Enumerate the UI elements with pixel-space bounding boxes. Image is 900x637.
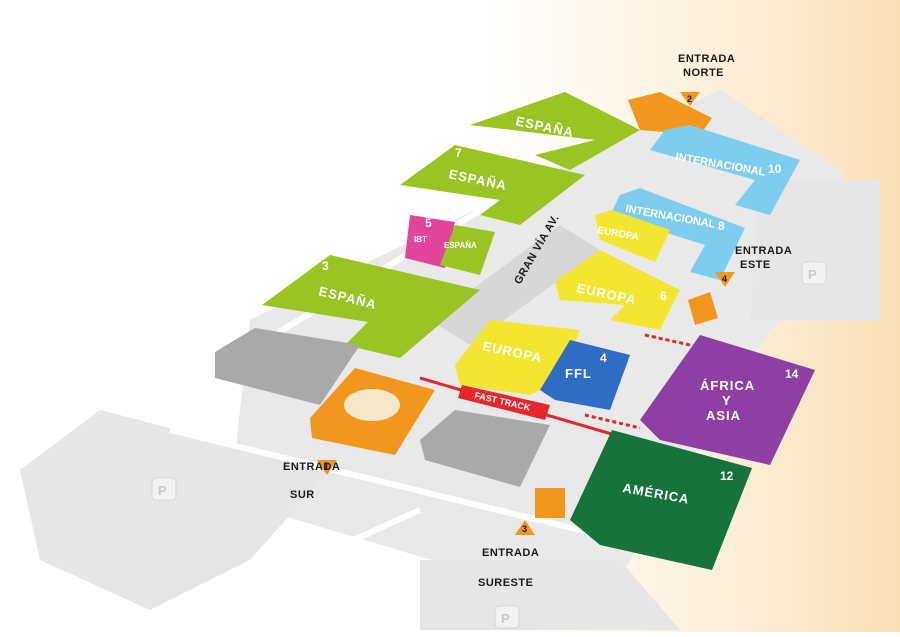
hall-12-america[interactable] bbox=[570, 430, 752, 570]
parking-lot-south bbox=[420, 560, 680, 630]
hall-6-number: 6 bbox=[660, 289, 667, 303]
hall-9-number: 9 bbox=[520, 93, 527, 107]
entrance-2-line2: NORTE bbox=[683, 67, 724, 79]
entrance-4-marker[interactable] bbox=[715, 272, 735, 287]
parking-lot-east bbox=[750, 180, 880, 320]
parking-lot-west bbox=[20, 410, 330, 610]
entrance-1-marker[interactable] bbox=[317, 460, 337, 475]
hall-3-espana[interactable] bbox=[262, 255, 480, 358]
entrance-4-line1: ENTRADA bbox=[735, 245, 792, 257]
hall-14-number: 14 bbox=[785, 367, 799, 381]
parking-east-box bbox=[801, 261, 827, 285]
entrance-2-line1: ENTRADA bbox=[678, 53, 735, 65]
entrance-1-number: 1 bbox=[324, 462, 330, 472]
hall-8-europa[interactable] bbox=[595, 210, 670, 262]
hall-8-internacional[interactable] bbox=[610, 188, 745, 280]
hall-6-europa[interactable] bbox=[555, 250, 680, 330]
entrance-3-number: 3 bbox=[522, 524, 528, 534]
parking-east-label: P bbox=[808, 267, 817, 282]
fast-track-banner[interactable] bbox=[458, 385, 550, 420]
entrance-1-line2: SUR bbox=[290, 489, 315, 501]
hall-7-number: 7 bbox=[455, 146, 462, 160]
annex-south bbox=[420, 410, 550, 487]
entrance-4-number: 4 bbox=[722, 274, 728, 284]
parking-south-box bbox=[494, 605, 520, 629]
parking-west[interactable]: P bbox=[151, 477, 177, 501]
annex-west bbox=[215, 328, 360, 405]
hall-14-line2: Y bbox=[722, 393, 732, 408]
entrance-3-marker[interactable] bbox=[515, 520, 535, 535]
entrance-1-courtyard bbox=[344, 389, 400, 421]
hall-10-number: 10 bbox=[768, 162, 782, 176]
entrance-2-number: 2 bbox=[687, 94, 693, 104]
hall-5-espana-label: ESPAÑA bbox=[444, 241, 477, 250]
parking-east[interactable]: P bbox=[801, 261, 827, 285]
entrance-3-building[interactable] bbox=[535, 488, 565, 518]
entrance-2-building[interactable] bbox=[628, 92, 712, 135]
hall-4-ffl[interactable] bbox=[540, 340, 630, 410]
connector-dashed-2 bbox=[584, 413, 641, 430]
hall-14-africa-asia[interactable] bbox=[640, 335, 815, 465]
parking-south-label: P bbox=[501, 611, 510, 626]
hall-5-espana[interactable] bbox=[440, 225, 495, 275]
hall-5[interactable] bbox=[405, 215, 455, 268]
parking-south[interactable]: P bbox=[494, 605, 520, 629]
walkway-southwest bbox=[218, 507, 422, 603]
hall-8-number: 8 bbox=[718, 219, 725, 233]
entrance-3-line2: SURESTE bbox=[478, 577, 533, 589]
entrance-1-line1: ENTRADA bbox=[283, 461, 340, 473]
parking-west-box bbox=[151, 477, 177, 501]
hall-14-line1: ÁFRICA bbox=[700, 378, 755, 393]
entrance-4-line2: ESTE bbox=[740, 259, 771, 271]
entrance-3-line1: ENTRADA bbox=[482, 547, 539, 559]
hall-3-number: 3 bbox=[322, 259, 329, 273]
hall-4-label: FFL bbox=[565, 366, 592, 381]
connector-dashed-1 bbox=[644, 333, 691, 347]
hall-4-number: 4 bbox=[600, 351, 607, 365]
walkway-south bbox=[169, 427, 601, 538]
entrance-4-building[interactable] bbox=[688, 292, 718, 325]
hall-14-line3: ASIA bbox=[706, 408, 741, 423]
hall-5-number: 5 bbox=[425, 216, 432, 230]
gran-via-strip bbox=[430, 225, 600, 345]
hall-10-internacional[interactable] bbox=[650, 125, 800, 215]
hall-9-espana[interactable] bbox=[470, 92, 640, 170]
hall-5-sub: IBT bbox=[414, 235, 427, 244]
parking-west-label: P bbox=[158, 483, 167, 498]
hall-12-number: 12 bbox=[720, 469, 734, 483]
hall-7-espana[interactable] bbox=[400, 145, 585, 225]
entrance-2-marker[interactable] bbox=[680, 92, 700, 106]
